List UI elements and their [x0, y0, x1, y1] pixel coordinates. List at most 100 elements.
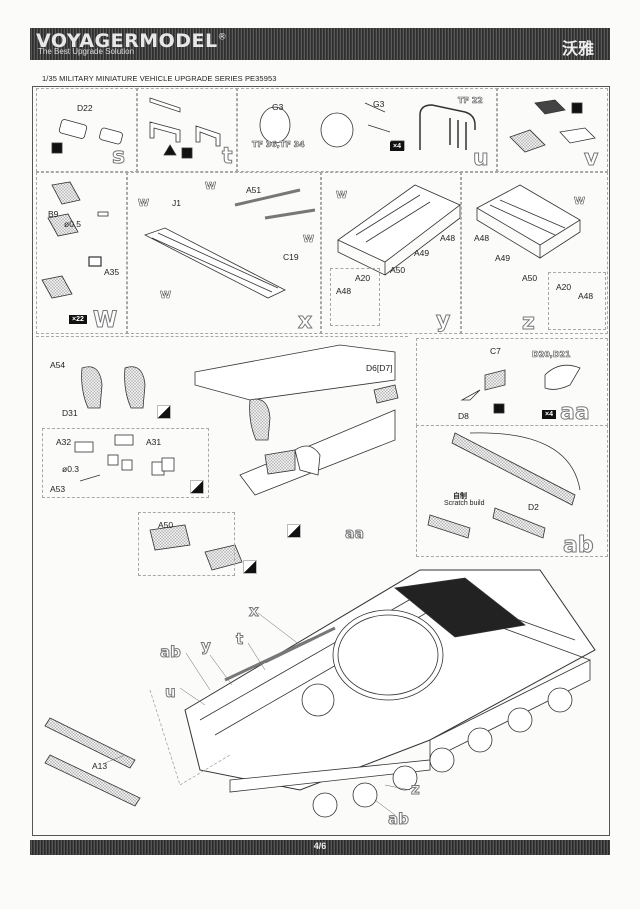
part-label-a50-detail: A50 [158, 520, 174, 530]
brand-tagline: The Best Upgrade Solution [38, 47, 135, 56]
part-label-d20-d21: D20,D21 [532, 350, 571, 360]
step-t-drawing [149, 97, 221, 159]
step-letter-z: z [522, 310, 536, 335]
part-label-a48-y: A48 [440, 233, 456, 243]
callout-u: u [165, 683, 177, 701]
scratch-build-cn: 自制 [453, 493, 467, 500]
quantity-badge-x4-aa: ×4 [542, 410, 556, 419]
step-z-drawing [476, 184, 581, 259]
bend-icon [287, 524, 301, 538]
step-y-panel [320, 172, 462, 334]
part-label-g3-2: G3 [373, 99, 385, 109]
series-title: 1/35 MILITARY MINIATURE VEHICLE UPGRADE … [42, 74, 277, 83]
part-label-a20-z: A20 [556, 282, 572, 292]
part-label-a20-y: A20 [355, 273, 371, 283]
instruction-frame [32, 86, 610, 836]
bend-icon [190, 480, 204, 494]
chinese-brand: 沃雅 [561, 41, 594, 58]
part-label-a48-z: A48 [474, 233, 490, 243]
step-letter-t: t [222, 144, 233, 169]
step-ab-panel [416, 425, 608, 557]
part-label-a31: A31 [146, 437, 162, 447]
step-y-inset [330, 268, 380, 326]
step-ab-drawing [427, 432, 581, 539]
scratch-build-note: Scratch build [444, 500, 485, 507]
part-label-a35: A35 [104, 267, 120, 277]
part-label-d8: D8 [458, 411, 469, 421]
callout-t: t [235, 630, 244, 648]
step-letter-y: y [435, 308, 451, 333]
part-label-j1: J1 [172, 198, 181, 208]
step-v-drawing [509, 99, 596, 153]
step-letter-u: u [473, 146, 490, 171]
step-x-drawing [143, 188, 316, 299]
tank-hull-drawing [184, 569, 596, 818]
callout-w-2: W [205, 181, 217, 193]
header-banner: VOYAGERMODEL® The Best Upgrade Solution … [30, 28, 610, 60]
plate-detail-drawing [149, 524, 243, 571]
part-label-a13: A13 [92, 761, 108, 771]
step-z-panel [460, 172, 608, 334]
callout-aa: aa [345, 526, 365, 542]
part-label-a49-z: A49 [495, 253, 511, 263]
step-u-panel [236, 88, 498, 172]
part-label-d6-d7: D6[D7] [366, 363, 393, 373]
step-s-panel [36, 88, 138, 172]
part-label-d31: D31 [62, 408, 78, 418]
quantity-badge-x4: ×4 [390, 142, 404, 151]
step-t-panel [136, 88, 238, 172]
step-u-drawing [259, 102, 476, 151]
bracket-detail-panel [42, 428, 209, 498]
bend-icon [243, 560, 257, 574]
callout-y: y [201, 637, 212, 655]
callout-w-y: W [336, 190, 348, 202]
callout-ab: ab [160, 643, 182, 661]
part-label-tf36-tf34: TF 36,TF 34 [252, 140, 305, 150]
part-label-d22: D22 [77, 103, 93, 113]
part-label-a48-z-inset: A48 [578, 291, 594, 301]
callout-x: x [249, 602, 260, 620]
part-label-g3: G3 [272, 102, 284, 112]
part-label-a50-y: A50 [390, 265, 406, 275]
step-z-inset [548, 272, 606, 330]
plate-detail-panel [138, 512, 235, 576]
step-letter-ab: ab [563, 533, 595, 558]
callout-w-4: W [160, 290, 172, 302]
step-letter-w: W [92, 308, 118, 333]
step-letter-x: x [297, 309, 313, 334]
bend-icon [157, 405, 171, 419]
callout-z: z [411, 780, 421, 798]
brand-logo: VOYAGERMODEL® [36, 30, 228, 52]
callout-w-3: W [303, 234, 315, 246]
part-label-a48-y-inset: A48 [336, 286, 352, 296]
step-s-drawing [51, 119, 123, 154]
part-label-a53: A53 [50, 484, 66, 494]
wire-diameter-label: ø0.5 [64, 219, 82, 229]
part-label-c19: C19 [283, 252, 299, 262]
step-letter-s: s [111, 144, 126, 169]
part-label-c7: C7 [490, 346, 501, 356]
part-label-a49-y: A49 [414, 248, 430, 258]
wire-diameter-label-2: ø0.3 [62, 464, 80, 474]
detail-panel-top [36, 336, 408, 339]
page-number: 4/6 [313, 841, 327, 851]
step-aa-drawing [460, 364, 581, 414]
step-x-panel [126, 172, 322, 334]
quantity-badge-x22: ×22 [69, 315, 87, 324]
step-letter-aa: aa [560, 400, 591, 425]
footer-bar: 4/6 [30, 840, 610, 855]
part-label-d2: D2 [528, 502, 539, 512]
rail-detail-drawing [44, 717, 141, 807]
step-w-drawing [41, 181, 109, 299]
step-w-panel [36, 172, 128, 334]
part-label-tf22: TF 22 [458, 96, 483, 106]
part-label-a50-z: A50 [522, 273, 538, 283]
hull-detail-drawing [81, 344, 399, 496]
part-label-a51: A51 [246, 185, 262, 195]
part-label-a54: A54 [50, 360, 66, 370]
part-label-a32: A32 [56, 437, 72, 447]
callout-w-z: W [574, 196, 586, 208]
bracket-detail-drawing [74, 434, 175, 482]
callout-w-1: W [138, 198, 150, 210]
